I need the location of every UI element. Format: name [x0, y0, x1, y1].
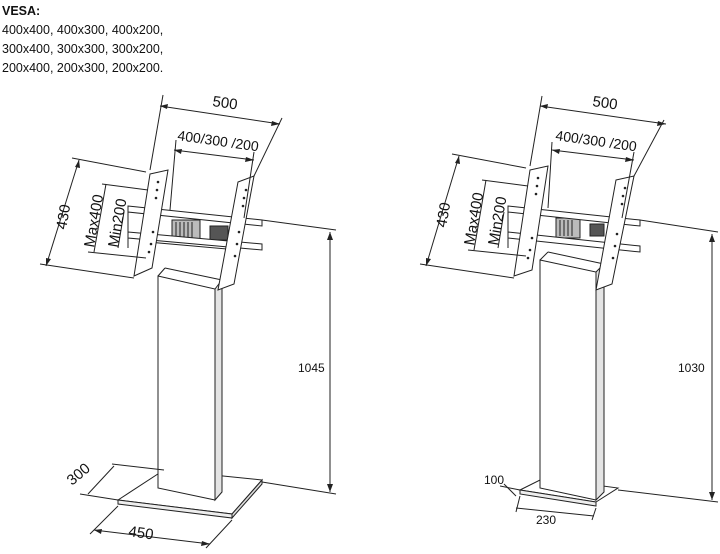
right-column-front [539, 259, 597, 501]
right-column-side [595, 262, 605, 502]
right-dim-hole-min: Min200 [485, 195, 510, 246]
right-dim-height-total: 430 [433, 201, 454, 229]
vesa-heading: VESA: [2, 4, 41, 18]
left-dim-width-total: 500 [211, 93, 238, 113]
right-dim-base-depth: 100 [484, 473, 504, 487]
left-rail-right [217, 175, 255, 291]
right-stand-drawing [419, 95, 719, 521]
left-stand-drawing [39, 94, 337, 549]
left-dim-base-width: 450 [127, 523, 154, 543]
right-dim-hole-max: Max400 [461, 191, 487, 247]
right-dim-hole-spacing: 400/300 /200 [555, 127, 638, 154]
left-dim-hole-spacing: 400/300 /200 [177, 127, 260, 154]
right-dim-height: 1030 [678, 361, 705, 375]
vesa-line-2: 300x400, 300x300, 300x200, [2, 42, 164, 56]
right-rail-left [513, 165, 549, 277]
left-dim-hole-min: Min200 [105, 197, 130, 248]
vesa-line-3: 200x400, 200x300, 200x200. [2, 61, 164, 75]
vesa-line-1: 400x400, 400x300, 400x200, [2, 23, 164, 37]
right-dim-base-width: 230 [536, 513, 556, 527]
right-dim-width-total: 500 [591, 93, 618, 113]
left-dim-height-total: 430 [53, 203, 74, 231]
left-column-side [214, 278, 223, 502]
left-rail-left [133, 169, 169, 277]
vesa-spec: VESA: 400x400, 400x300, 400x200, 300x400… [2, 2, 163, 78]
left-column-front [157, 275, 216, 501]
left-dim-height: 1045 [298, 361, 325, 375]
left-dim-base-depth: 300 [64, 460, 94, 489]
left-dim-hole-max: Max400 [81, 193, 107, 249]
